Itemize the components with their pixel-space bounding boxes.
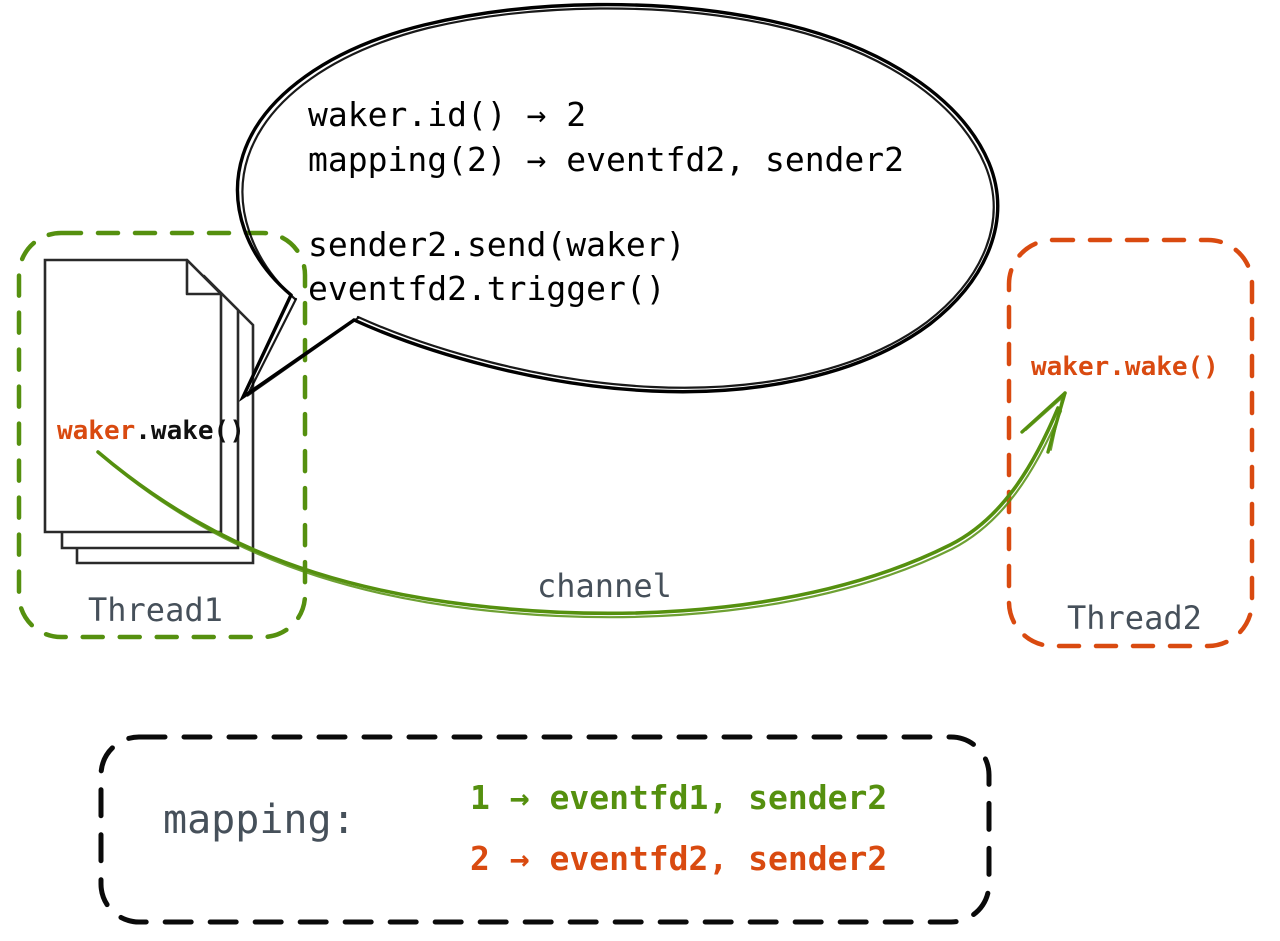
channel-arrow-head-c (1025, 396, 1064, 451)
document-sheet-front (43, 258, 223, 534)
bubble-line-2: mapping(2) → eventfd2, sender2 (308, 140, 905, 179)
mapping-label: mapping: (163, 797, 356, 843)
channel-curve-stroke-a (96, 406, 1060, 616)
thread1-frame (16, 230, 308, 640)
thread2-label: Thread2 (1067, 599, 1202, 637)
mapping-row-2: 2 → eventfd2, sender2 (470, 839, 888, 878)
thread2-waker-wake-call: waker.wake() (1031, 352, 1219, 382)
speech-bubble-tail-b (246, 297, 360, 397)
bubble-line-1: waker.id() → 2 (308, 95, 587, 134)
channel-curve-stroke-b (99, 409, 1063, 619)
thread1-label: Thread1 (88, 591, 223, 629)
document-stack (43, 258, 255, 565)
document-fold-corner (185, 258, 223, 296)
channel-arrow-head (1020, 391, 1067, 434)
bubble-line-3: sender2.send(waker) (308, 225, 686, 264)
channel-label: channel (537, 567, 672, 605)
mapping-frame (98, 734, 992, 925)
thread1-waker-wake-call: waker.wake() (57, 418, 245, 444)
channel-curve (96, 391, 1067, 619)
thread1-wake-token: .wake() (135, 416, 245, 446)
speech-bubble-tail (238, 293, 356, 403)
speech-bubble-outline-b (241, 7, 995, 389)
speech-bubble-outline-a (235, 2, 1000, 394)
mapping-row-1: 1 → eventfd1, sender2 (470, 778, 888, 817)
speech-bubble (235, 2, 1000, 403)
thread1-waker-token: waker (57, 416, 136, 446)
bubble-line-4: eventfd2.trigger() (308, 269, 666, 308)
thread2-frame (1006, 237, 1255, 649)
